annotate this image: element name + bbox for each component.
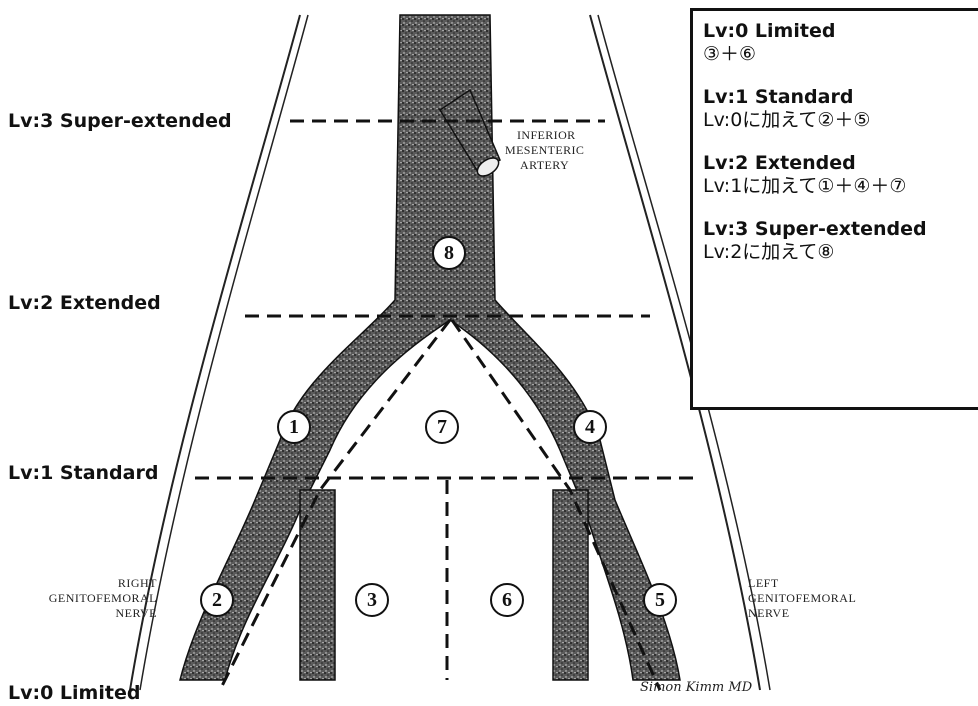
left-genitofemoral-nerve-label: LEFT GENITOFEMORAL NERVE xyxy=(748,576,878,621)
ima-label-line2: MESENTERIC xyxy=(505,143,584,158)
legend-item-lv0: Lv:0 Limited ③＋⑥ xyxy=(703,20,977,66)
region-marker-6: 6 xyxy=(490,583,524,617)
left-external-iliac xyxy=(553,490,588,680)
level-label-lv0: Lv:0 Limited xyxy=(8,682,140,704)
legend-body-lv1: Lv:0に加えて②＋⑤ xyxy=(703,109,977,132)
region-marker-7: 7 xyxy=(425,410,459,444)
legend-head-lv2: Lv:2 Extended xyxy=(703,152,977,175)
level-label-lv1: Lv:1 Standard xyxy=(8,462,158,484)
right-nerve-line2: GENITOFEMORAL xyxy=(42,591,157,606)
region-marker-4: 4 xyxy=(573,410,607,444)
legend-item-lv3: Lv:3 Super-extended Lv:2に加えて⑧ xyxy=(703,218,977,264)
region-marker-8: 8 xyxy=(432,236,466,270)
region-marker-3: 3 xyxy=(355,583,389,617)
ima-label-line3: ARTERY xyxy=(505,158,584,173)
legend-head-lv3: Lv:3 Super-extended xyxy=(703,218,977,241)
legend-item-lv1: Lv:1 Standard Lv:0に加えて②＋⑤ xyxy=(703,86,977,132)
level-label-lv3: Lv:3 Super-extended xyxy=(8,110,232,132)
region-marker-5: 5 xyxy=(643,583,677,617)
left-nerve-line1: LEFT xyxy=(748,576,878,591)
region-marker-2: 2 xyxy=(200,583,234,617)
left-nerve-line2: GENITOFEMORAL xyxy=(748,591,878,606)
legend-body-lv2: Lv:1に加えて①＋④＋⑦ xyxy=(703,175,977,198)
legend-box: Lv:0 Limited ③＋⑥ Lv:1 Standard Lv:0に加えて②… xyxy=(690,8,978,410)
legend-head-lv1: Lv:1 Standard xyxy=(703,86,977,109)
left-nerve-line3: NERVE xyxy=(748,606,878,621)
ima-label: INFERIOR MESENTERIC ARTERY xyxy=(505,128,584,173)
right-nerve-line1: RIGHT xyxy=(42,576,157,591)
legend-body-lv0: ③＋⑥ xyxy=(703,43,977,66)
legend-head-lv0: Lv:0 Limited xyxy=(703,20,977,43)
level-label-lv2: Lv:2 Extended xyxy=(8,292,161,314)
right-genitofemoral-nerve-label: RIGHT GENITOFEMORAL NERVE xyxy=(42,576,157,621)
legend-item-lv2: Lv:2 Extended Lv:1に加えて①＋④＋⑦ xyxy=(703,152,977,198)
artist-signature: Simon Kimm MD xyxy=(640,680,752,695)
right-nerve-line3: NERVE xyxy=(42,606,157,621)
ima-label-line1: INFERIOR xyxy=(505,128,584,143)
region-marker-1: 1 xyxy=(277,410,311,444)
legend-body-lv3: Lv:2に加えて⑧ xyxy=(703,241,977,264)
